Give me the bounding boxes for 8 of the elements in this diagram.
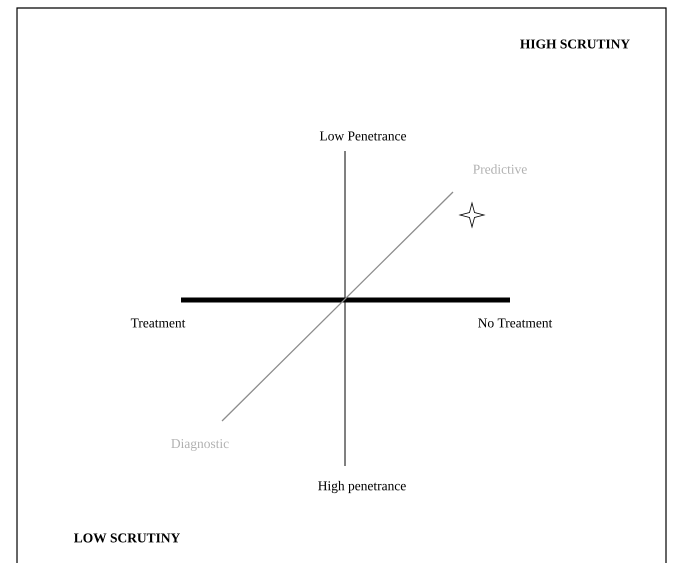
axis-label: Predictive (473, 164, 527, 174)
axis-label: High penetrance (318, 480, 406, 494)
axis-label: No Treatment (478, 318, 552, 328)
corner-label: HIGH SCRUTINY (520, 39, 630, 48)
axis-label: Low Penetrance (320, 132, 406, 140)
corner-label: LOW SCRUTINY (74, 533, 180, 543)
axis-label: Treatment (130, 318, 186, 328)
axis-label: Diagnostic (171, 439, 229, 451)
